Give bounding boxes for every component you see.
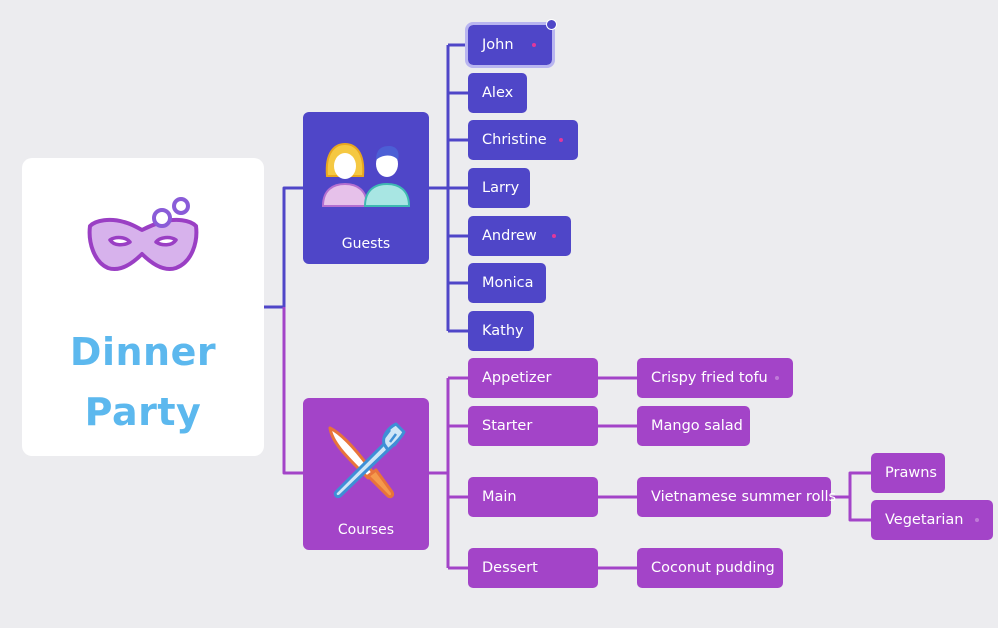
courses-hub-label: Courses xyxy=(337,522,395,538)
guests-hub-label: Guests xyxy=(341,236,391,252)
guest-node-kathy[interactable]: Kathy xyxy=(468,311,534,351)
guest-node-alex[interactable]: Alex xyxy=(468,73,527,113)
mask-icon xyxy=(87,197,199,271)
courses-hub[interactable]: Courses xyxy=(303,398,429,550)
course-label: Starter xyxy=(482,418,533,434)
note-dot xyxy=(559,138,563,142)
note-dot xyxy=(975,518,979,522)
course-label: Dessert xyxy=(482,560,538,576)
guest-node-andrew[interactable]: Andrew xyxy=(468,216,571,256)
course-node-dessert[interactable]: Dessert xyxy=(468,548,598,588)
guest-label: Alex xyxy=(482,85,514,101)
guest-label: Monica xyxy=(482,275,534,291)
guest-node-john[interactable]: John xyxy=(465,19,557,68)
root-node[interactable]: Dinner Party xyxy=(22,158,264,456)
dish-label: Crispy fried tofu xyxy=(651,370,768,386)
course-label: Main xyxy=(482,489,517,505)
selection-handle[interactable] xyxy=(546,19,557,30)
dish-node-vietnamese-summer-rolls[interactable]: Vietnamese summer rolls xyxy=(637,477,836,517)
course-node-main[interactable]: Main xyxy=(468,477,598,517)
root-title-line1: Dinner xyxy=(69,330,217,374)
dish-label: Coconut pudding xyxy=(651,560,775,576)
note-dot xyxy=(552,234,556,238)
course-label: Appetizer xyxy=(482,370,552,386)
fork-knife-icon xyxy=(328,422,406,499)
guest-label: Christine xyxy=(482,132,547,148)
option-node-vegetarian[interactable]: Vegetarian xyxy=(871,500,993,540)
note-dot xyxy=(775,376,779,380)
guests-hub[interactable]: Guests xyxy=(303,112,429,264)
dish-label: Mango salad xyxy=(651,418,743,434)
option-node-prawns[interactable]: Prawns xyxy=(871,453,945,493)
note-dot xyxy=(532,43,536,47)
guest-label: Kathy xyxy=(482,323,524,339)
guest-node-monica[interactable]: Monica xyxy=(468,263,546,303)
option-label: Prawns xyxy=(885,465,937,481)
course-node-appetizer[interactable]: Appetizer xyxy=(468,358,598,398)
root-title-line2: Party xyxy=(84,390,202,434)
guest-node-christine[interactable]: Christine xyxy=(468,120,578,160)
dish-node-crispy-fried-tofu[interactable]: Crispy fried tofu xyxy=(637,358,793,398)
guest-label: Andrew xyxy=(482,228,537,244)
dish-node-coconut-pudding[interactable]: Coconut pudding xyxy=(637,548,783,588)
people-icon xyxy=(321,142,411,207)
option-label: Vegetarian xyxy=(885,512,964,528)
guest-node-larry[interactable]: Larry xyxy=(468,168,530,208)
guest-label: John xyxy=(482,37,514,53)
dish-label: Vietnamese summer rolls xyxy=(651,489,837,505)
guest-label: Larry xyxy=(482,180,520,196)
course-node-starter[interactable]: Starter xyxy=(468,406,598,446)
dish-node-mango-salad[interactable]: Mango salad xyxy=(637,406,750,446)
